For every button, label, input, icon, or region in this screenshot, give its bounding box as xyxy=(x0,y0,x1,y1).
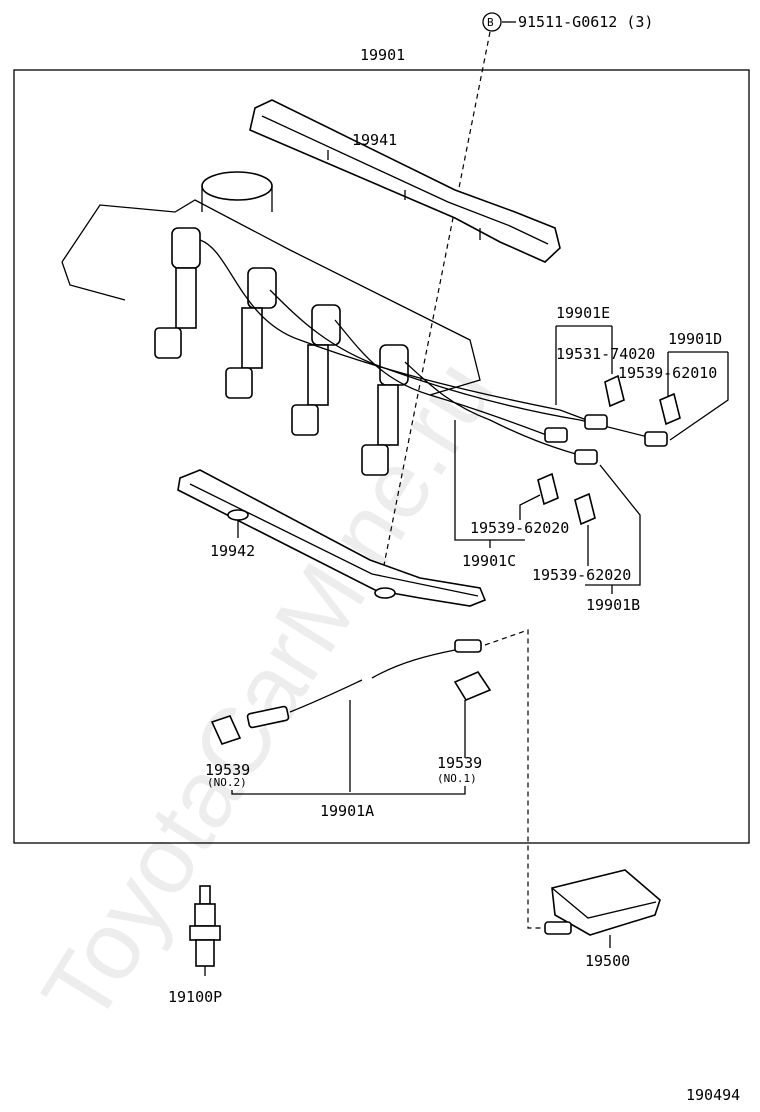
lower-clamp[interactable] xyxy=(177,469,487,607)
spark-plug[interactable] xyxy=(189,885,221,976)
label-set-e[interactable]: 19901E xyxy=(556,304,610,322)
connector-c[interactable] xyxy=(544,427,568,443)
plug-boot-2[interactable] xyxy=(225,267,277,399)
coil-dashed-line xyxy=(484,629,548,929)
engine-outline xyxy=(61,171,481,396)
bolt-center-line xyxy=(379,31,491,586)
svg-text:B: B xyxy=(487,16,494,29)
cap-no1[interactable] xyxy=(453,670,492,702)
label-cap-no2-sub: (NO.2) xyxy=(207,776,247,789)
connector-b[interactable] xyxy=(574,449,598,465)
set-a-bracket xyxy=(231,786,466,795)
label-grommet-c[interactable]: 19539-62020 xyxy=(470,519,569,537)
label-grommet-e[interactable]: 19531-74020 xyxy=(556,345,655,363)
label-clamp[interactable]: 19942 xyxy=(210,542,255,560)
grommet-b[interactable] xyxy=(574,492,596,526)
grommet-e[interactable] xyxy=(604,374,625,408)
label-cover-top[interactable]: 19941 xyxy=(352,131,397,149)
cap-no2[interactable] xyxy=(210,715,242,745)
connector-d[interactable] xyxy=(644,431,668,447)
plug-boot-1[interactable] xyxy=(154,227,201,359)
diagram-number: 190494 xyxy=(686,1086,740,1104)
label-coil[interactable]: 19500 xyxy=(585,952,630,970)
label-set-d[interactable]: 19901D xyxy=(668,330,722,348)
kit-frame xyxy=(13,69,750,844)
bolt-marker[interactable]: B xyxy=(482,12,502,32)
grommet-d[interactable] xyxy=(659,392,681,426)
label-set-c[interactable]: 19901C xyxy=(462,552,516,570)
label-spark-plug[interactable]: 19100P xyxy=(168,988,222,1006)
ignition-coil[interactable] xyxy=(544,869,661,936)
label-kit[interactable]: 19901 xyxy=(360,46,405,64)
watermark: ToyotaCarMine.ru xyxy=(22,342,514,1041)
label-bolt[interactable]: 91511-G0612 (3) xyxy=(518,13,653,31)
label-cap-no1[interactable]: 19539 xyxy=(437,754,482,772)
label-cap-no1-sub: (NO.1) xyxy=(437,772,477,785)
plug-boot-3[interactable] xyxy=(291,304,341,436)
label-cap-no2[interactable]: 19539 xyxy=(205,761,250,779)
harness-wires[interactable] xyxy=(199,239,661,459)
label-set-b[interactable]: 19901B xyxy=(586,596,640,614)
label-set-a[interactable]: 19901A xyxy=(320,802,374,820)
grommet-c[interactable] xyxy=(537,472,559,506)
upper-cover[interactable] xyxy=(249,99,561,263)
coil-wire-a[interactable] xyxy=(246,639,482,729)
label-grommet-d[interactable]: 19539-62010 xyxy=(618,364,717,382)
label-grommet-b[interactable]: 19539-62020 xyxy=(532,566,631,584)
connector-e[interactable] xyxy=(584,414,608,430)
